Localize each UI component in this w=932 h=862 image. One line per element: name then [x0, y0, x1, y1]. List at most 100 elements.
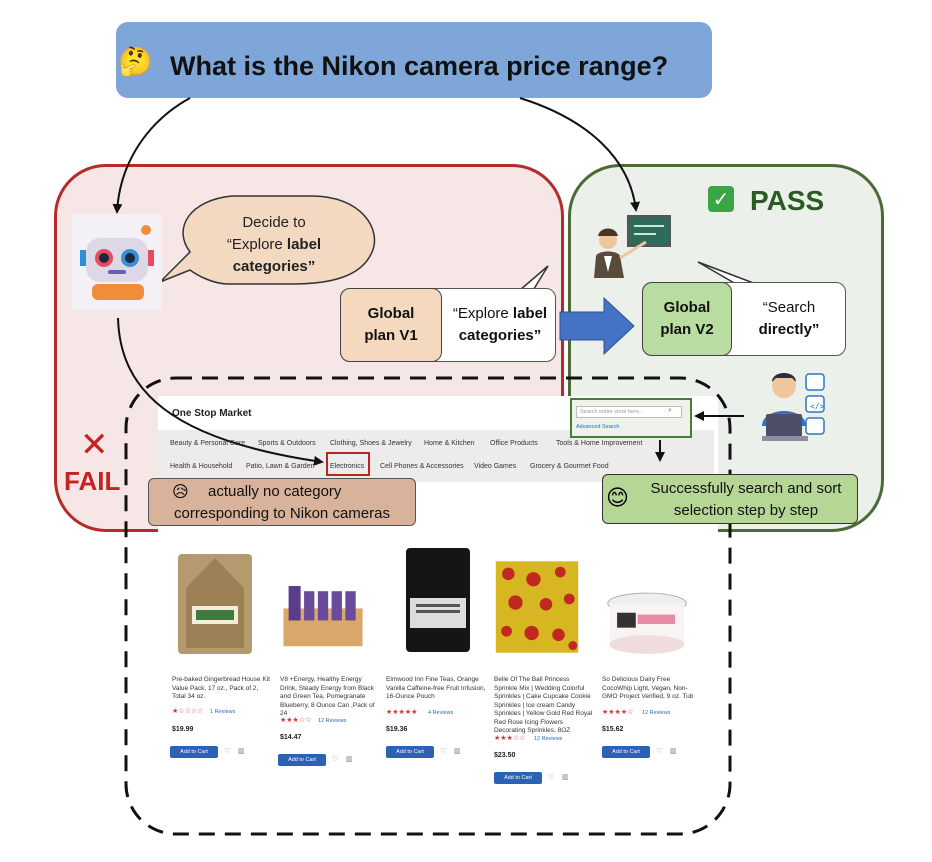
wishlist-heart-icon[interactable]: ♡ — [332, 755, 339, 763]
wishlist-heart-icon[interactable]: ♡ — [548, 773, 555, 781]
product-rating: ★★★★★ — [386, 708, 418, 716]
product-rating: ★☆☆☆☆ — [172, 707, 204, 715]
wishlist-heart-icon[interactable]: ♡ — [224, 747, 231, 755]
search-icon[interactable]: ⌕ — [668, 406, 672, 414]
product-image-sprinkles — [495, 561, 579, 653]
product-rating: ★★★★☆ — [602, 708, 634, 716]
product-image-v8 — [283, 586, 363, 647]
bubble-line1: Decide to — [242, 214, 306, 231]
nav-item[interactable]: Video Games — [474, 463, 517, 470]
plan-v2-label-line1: Global — [663, 299, 711, 316]
product-reviews[interactable]: 12 Reviews — [642, 710, 671, 716]
compare-bars-icon[interactable]: ▥ — [238, 747, 245, 755]
compare-bars-icon[interactable]: ▥ — [454, 747, 461, 755]
add-to-cart-button[interactable]: Add to Cart — [494, 772, 542, 784]
plan-v1-label: Global plan V1 — [340, 303, 442, 347]
success-note — [602, 474, 858, 524]
plan-v1-text: “Explore label categories” — [444, 303, 556, 347]
store-name: One Stop Market — [172, 408, 252, 419]
product-title[interactable]: So Delicious Dairy Free CocoWhip Light, … — [602, 676, 694, 700]
sad-face-icon: 😥 — [172, 482, 189, 501]
plan-v2-text-line1: “Search — [762, 299, 816, 316]
product-reviews[interactable]: 12 Reviews — [318, 718, 347, 724]
add-to-cart-button[interactable]: Add to Cart — [386, 746, 434, 758]
nav-item[interactable]: Clothing, Shoes & Jewelry — [330, 440, 412, 447]
product-image-cocowhip — [607, 592, 687, 654]
advanced-search-link[interactable]: Advanced Search — [576, 424, 620, 430]
compare-bars-icon[interactable]: ▥ — [670, 747, 677, 755]
compare-bars-icon[interactable]: ▥ — [346, 755, 353, 763]
bubble-line2: “Explore label — [196, 234, 352, 256]
fail-label: FAIL — [64, 466, 121, 496]
product-title[interactable]: Pre-baked Gingerbread House Kit Value Pa… — [172, 676, 270, 700]
fail-cross-icon: ✕ — [80, 425, 109, 465]
arrow-robot-to-electronics — [117, 317, 324, 466]
fail-note-line1: actually no category — [208, 483, 342, 500]
plan-v1-text-line1: “Explore label — [444, 303, 556, 325]
nav-item[interactable]: Grocery & Gourmet Food — [530, 463, 609, 470]
product-reviews[interactable]: 1 Reviews — [210, 709, 236, 715]
block-arrow-v1-to-v2 — [559, 296, 635, 356]
nav-item[interactable]: Cell Phones & Accessories — [380, 463, 464, 470]
add-to-cart-button[interactable]: Add to Cart — [170, 746, 218, 758]
search-highlight — [570, 398, 692, 438]
wishlist-heart-icon[interactable]: ♡ — [656, 747, 663, 755]
arrow-question-to-robot — [112, 97, 191, 214]
nav-item-electronics[interactable]: Electronics — [330, 463, 365, 470]
bubble-line2-prefix: “Explore — [226, 236, 287, 253]
product-price: $19.36 — [386, 726, 408, 733]
nav-item[interactable]: Health & Household — [170, 463, 233, 470]
wishlist-heart-icon[interactable]: ♡ — [440, 747, 447, 755]
plan-v2-label-line2: plan V2 — [660, 321, 714, 338]
bubble-line2-bold: label — [286, 236, 322, 253]
product-price: $23.50 — [494, 752, 516, 759]
add-to-cart-button[interactable]: Add to Cart — [602, 746, 650, 758]
product-price: $15.62 — [602, 726, 624, 733]
arrow-question-to-teacher — [519, 97, 641, 212]
product-title[interactable]: Belle Of The Ball Princess Sprinkle Mix … — [494, 676, 593, 734]
plan-v2-box — [642, 282, 732, 356]
fail-note — [148, 478, 416, 526]
plan-v2-label: Global plan V2 — [642, 297, 732, 341]
programmer-icon: </> — [762, 373, 825, 441]
nav-item[interactable]: Tools & Home Improvement — [556, 440, 643, 447]
product-reviews[interactable]: 4 Reviews — [428, 710, 454, 716]
svg-text:</>: </> — [810, 402, 825, 411]
plan-v2-text-line2: directly” — [758, 321, 820, 338]
product-reviews[interactable]: 12 Reviews — [534, 736, 563, 742]
thinking-face-icon: 🤔 — [118, 45, 153, 78]
product-price: $19.99 — [172, 726, 194, 733]
plan-v1-text-prefix: “Explore — [452, 305, 513, 322]
pass-checkmark-icon: ✓ — [708, 186, 734, 212]
product-image-gingerbread — [178, 554, 252, 654]
nav-item[interactable]: Beauty & Personal Care — [170, 440, 246, 447]
success-line2: selection step by step — [673, 502, 819, 519]
product-title[interactable]: V8 +Energy, Healthy Energy Drink, Steady… — [280, 676, 375, 717]
plan-v2-callout-tail — [697, 261, 757, 285]
plan-v1-box — [340, 288, 442, 362]
success-line1: Successfully search and sort — [650, 480, 842, 497]
product-title[interactable]: Elmwood Inn Fine Teas, Orange Vanilla Ca… — [386, 676, 486, 700]
plan-v1-label-line2: plan V1 — [364, 327, 418, 344]
shop-category-nav — [158, 430, 714, 482]
product-rating: ★★★☆☆ — [280, 716, 312, 724]
electronics-highlight — [326, 452, 370, 476]
nav-item[interactable]: Sports & Outdoors — [258, 440, 316, 447]
product-price: $14.47 — [280, 734, 302, 741]
add-to-cart-button[interactable]: Add to Cart — [278, 754, 326, 766]
question-text: What is the Nikon camera price range? — [170, 51, 669, 81]
pass-label: PASS — [750, 185, 825, 216]
plan-v1-label-line1: Global — [367, 305, 415, 322]
nav-item[interactable]: Patio, Lawn & Garden — [246, 463, 315, 470]
plan-v1-text-line2: categories” — [458, 327, 542, 344]
compare-bars-icon[interactable]: ▥ — [562, 773, 569, 781]
plan-v1-text-bold: label — [512, 305, 548, 322]
search-input[interactable]: Search entire store here... — [576, 406, 682, 418]
plan-v2-text: “Search directly” — [734, 297, 844, 341]
nav-item[interactable]: Office Products — [490, 440, 538, 447]
bubble-line3: categories” — [232, 258, 316, 275]
screenshot-dashed-border — [124, 376, 732, 836]
left-bubble-text: Decide to “Explore label categories” — [196, 212, 352, 278]
nav-item[interactable]: Home & Kitchen — [424, 440, 475, 447]
